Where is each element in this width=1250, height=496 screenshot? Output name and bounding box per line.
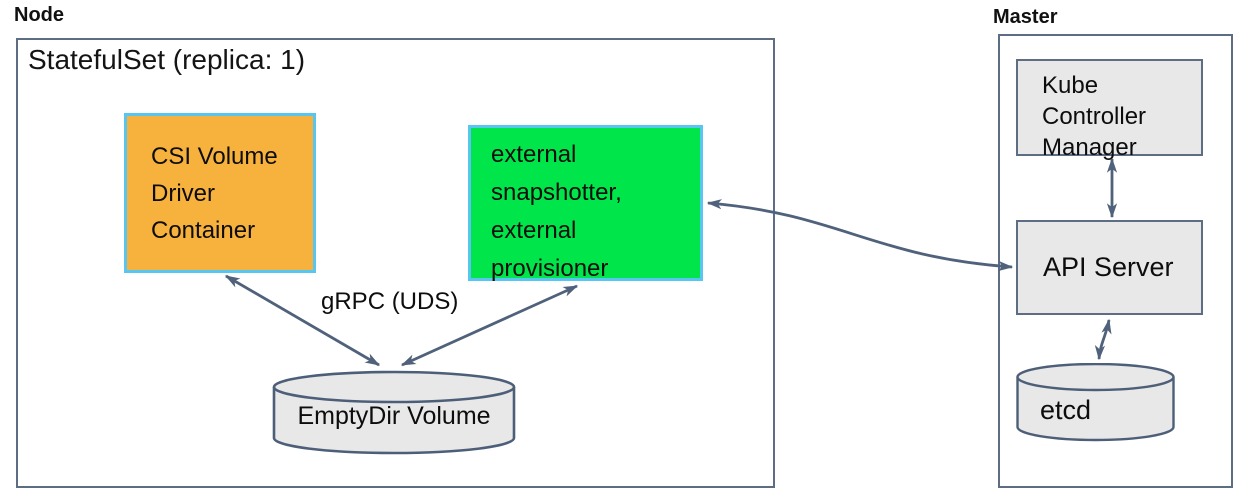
csi-box-line: Container — [151, 217, 256, 244]
etcd-cylinder — [1016, 363, 1175, 442]
statefulset-title: StatefulSet (replica: 1) — [28, 44, 306, 75]
sidecar-box-line: external — [491, 141, 577, 168]
sidecar-box-line: external — [491, 217, 577, 244]
csi-volume-driver-container-box: CSI Volume Driver Container — [124, 113, 316, 273]
emptydir-cylinder — [272, 370, 516, 455]
csi-box-line: CSI Volume — [151, 143, 278, 170]
api-server-label: API Server — [1043, 252, 1174, 282]
kcm-box-line: Manager — [1042, 134, 1137, 161]
sidecar-box-line: provisioner — [491, 255, 609, 282]
emptydir-volume-label: EmptyDir Volume — [297, 402, 491, 430]
master-section-label: Master — [993, 6, 1058, 28]
external-sidecars-box: external snapshotter, external provision… — [468, 125, 703, 282]
api-server-box: API Server — [1016, 220, 1203, 315]
node-section-label: Node — [14, 4, 64, 26]
sidecar-box-line: snapshotter, — [491, 179, 622, 206]
etcd-label: etcd — [1040, 395, 1092, 425]
kcm-box-line: Kube — [1042, 72, 1099, 99]
kcm-box-line: Controller — [1042, 103, 1147, 130]
csi-box-line: Driver — [151, 180, 215, 207]
grpc-uds-label: gRPC (UDS) — [321, 288, 459, 315]
kube-controller-manager-box: Kube Controller Manager — [1016, 59, 1203, 161]
